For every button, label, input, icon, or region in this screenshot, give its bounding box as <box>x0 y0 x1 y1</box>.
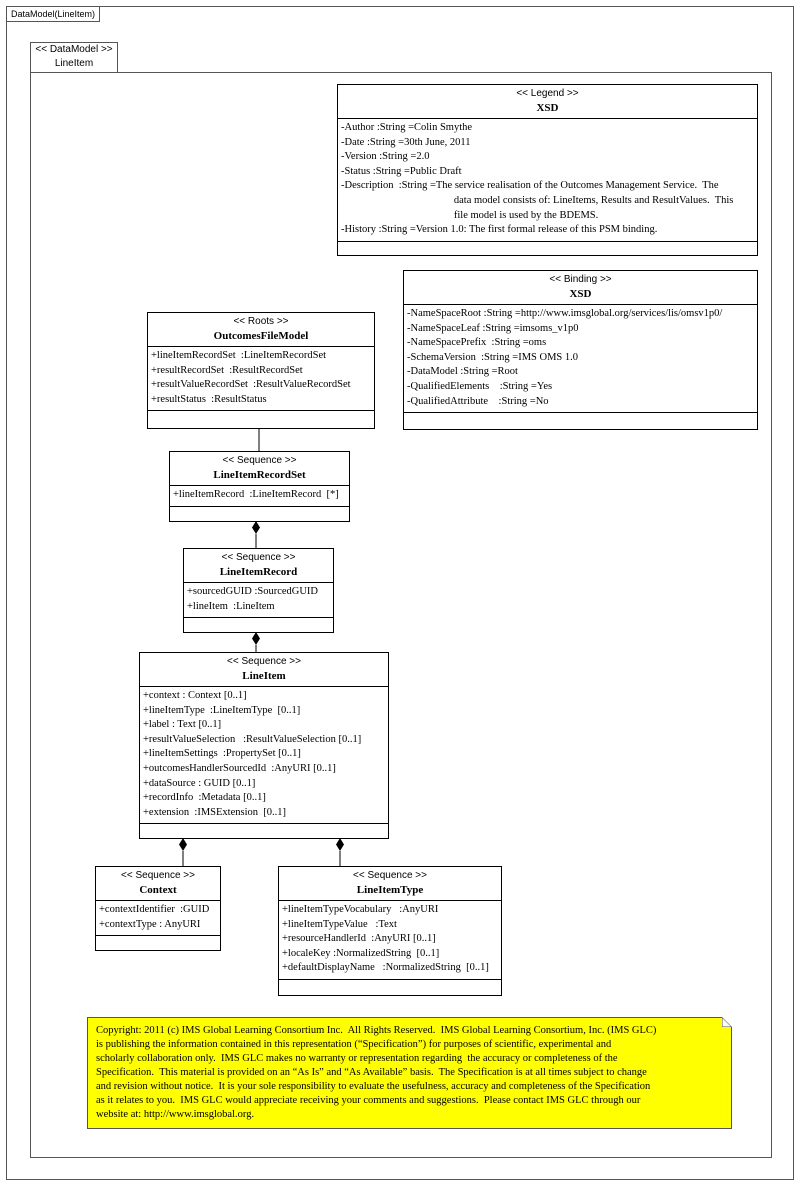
composition-diamond-context <box>179 838 187 851</box>
class-attributes: -NameSpaceRoot :String =http://www.imsgl… <box>404 305 757 414</box>
diagram-frame-label: DataModel(LineItem) <box>7 7 101 22</box>
package-stereotype: << DataModel >> <box>35 44 113 55</box>
composition-diamond-record <box>252 632 260 645</box>
class-name: LineItemRecordSet <box>213 469 306 481</box>
legend-class[interactable]: << Legend >> XSD -Author :String =Colin … <box>337 84 758 256</box>
class-attribute: +contextType : AnyURI <box>99 918 201 930</box>
class-attributes: +contextIdentifier :GUID +contextType : … <box>96 901 220 937</box>
outcomes-file-model-class[interactable]: << Roots >> OutcomesFileModel +lineItemR… <box>147 312 375 429</box>
class-attribute: -DataModel :String =Root <box>407 366 518 378</box>
class-header: << Roots >> OutcomesFileModel <box>148 313 374 347</box>
class-attribute: -NameSpacePrefix :String =oms <box>407 337 547 349</box>
class-name: Context <box>139 884 177 896</box>
class-stereotype: << Sequence >> <box>353 870 427 881</box>
class-stereotype: << Sequence >> <box>221 552 296 563</box>
class-attribute: +outcomesHandlerSourcedId :AnyURI [0..1] <box>143 762 336 774</box>
class-stereotype: << Binding >> <box>549 274 612 285</box>
class-attribute: +contextIdentifier :GUID <box>99 904 210 915</box>
class-stereotype: << Legend >> <box>516 88 579 99</box>
class-attributes: -Author :String =Colin Smythe -Date :Str… <box>338 119 757 242</box>
class-name: OutcomesFileModel <box>213 330 309 342</box>
package-name: LineItem <box>54 58 94 69</box>
class-name: LineItemRecord <box>219 566 298 578</box>
class-stereotype: << Sequence >> <box>227 656 301 667</box>
class-header: << Sequence >> LineItemRecordSet <box>170 452 349 486</box>
class-attribute: -NameSpaceRoot :String =http://www.imsgl… <box>407 308 723 319</box>
class-attribute: +lineItem :LineItem <box>187 600 275 612</box>
class-attribute: +recordInfo :Metadata [0..1] <box>143 792 266 804</box>
class-attribute: -Description :String =The service realis… <box>341 180 719 192</box>
context-class[interactable]: << Sequence >> Context +contextIdentifie… <box>95 866 221 951</box>
copyright-note: Copyright: 2011 (c) IMS Global Learning … <box>87 1017 732 1129</box>
note-line: Copyright: 2011 (c) IMS Global Learning … <box>96 1025 657 1036</box>
class-attribute: +resultValueSelection :ResultValueSelect… <box>143 733 362 745</box>
class-attribute: +localeKey :NormalizedString [0..1] <box>282 947 440 959</box>
class-attribute: -Status :String =Public Draft <box>341 165 462 177</box>
class-header: << Sequence >> LineItem <box>140 653 388 687</box>
class-name: LineItemType <box>356 884 424 896</box>
class-attributes: +lineItemRecordSet :LineItemRecordSet +r… <box>148 347 374 412</box>
class-attributes: +lineItemRecord :LineItemRecord [*] <box>170 486 349 507</box>
class-attribute: -QualifiedElements :String =Yes <box>407 380 553 392</box>
class-attribute: -SchemaVersion :String =IMS OMS 1.0 <box>407 351 579 363</box>
class-attribute: -QualifiedAttribute :String =No <box>407 395 549 407</box>
class-attribute: -Version :String =2.0 <box>341 151 430 163</box>
class-stereotype: << Sequence >> <box>222 455 297 466</box>
class-attribute: +sourcedGUID :SourcedGUID <box>187 586 319 597</box>
line-item-record-set-class[interactable]: << Sequence >> LineItemRecordSet +lineIt… <box>169 451 350 522</box>
class-attribute: +lineItemTypeValue :Text <box>282 918 397 930</box>
class-attribute: +resultValueRecordSet :ResultValueRecord… <box>151 379 351 391</box>
class-attribute: file model is used by the BDEMS. <box>341 209 599 221</box>
line-item-type-class[interactable]: << Sequence >> LineItemType +lineItemTyp… <box>278 866 502 996</box>
class-attribute: -Date :String =30th June, 2011 <box>341 136 471 148</box>
class-attribute: +resourceHandlerId :AnyURI [0..1] <box>282 933 436 945</box>
note-line: and revision without notice. It is your … <box>96 1081 651 1092</box>
class-attribute: +resultStatus :ResultStatus <box>151 393 267 405</box>
class-attribute: +dataSource : GUID [0..1] <box>143 777 256 789</box>
note-line: Specification. This material is provided… <box>96 1067 647 1078</box>
note-fold-corner <box>722 1017 732 1027</box>
class-name: XSD <box>569 288 592 300</box>
class-attribute: +context : Context [0..1] <box>143 690 247 701</box>
binding-class[interactable]: << Binding >> XSD -NameSpaceRoot :String… <box>403 270 758 430</box>
note-line: website at: http://www.imsglobal.org. <box>96 1109 255 1120</box>
class-attribute: +lineItemTypeVocabulary :AnyURI <box>282 904 439 915</box>
class-attribute: +label : Text [0..1] <box>143 719 222 731</box>
class-header: << Sequence >> LineItemType <box>279 867 501 901</box>
class-attribute: +lineItemType :LineItemType [0..1] <box>143 704 301 716</box>
class-attribute: -History :String =Version 1.0: The first… <box>341 224 658 236</box>
class-stereotype: << Sequence >> <box>121 870 195 881</box>
class-name: LineItem <box>242 670 286 682</box>
class-attribute: +extension :IMSExtension [0..1] <box>143 806 286 818</box>
class-header: << Binding >> XSD <box>404 271 757 305</box>
class-name: XSD <box>536 102 559 114</box>
note-line: is publishing the information contained … <box>96 1039 612 1050</box>
class-header: << Sequence >> Context <box>96 867 220 901</box>
class-attributes: +context : Context [0..1] +lineItemType … <box>140 687 388 825</box>
note-line: as it relates to you. IMS GLC would appr… <box>96 1095 641 1106</box>
class-attribute: +lineItemRecord :LineItemRecord [*] <box>173 489 339 500</box>
package-tab: << DataModel >> LineItem <box>30 42 118 73</box>
line-item-class[interactable]: << Sequence >> LineItem +context : Conte… <box>139 652 389 839</box>
class-stereotype: << Roots >> <box>233 316 289 327</box>
class-attribute: data model consists of: LineItems, Resul… <box>341 194 734 206</box>
class-attribute: +lineItemRecordSet :LineItemRecordSet <box>151 350 327 361</box>
class-attribute: -NameSpaceLeaf :String =imsoms_v1p0 <box>407 322 579 334</box>
class-attribute: +resultRecordSet :ResultRecordSet <box>151 364 303 376</box>
composition-diamond-lineitemtype <box>336 838 344 851</box>
class-attribute: +defaultDisplayName :NormalizedString [0… <box>282 962 489 974</box>
note-line: scholarly collaboration only. IMS GLC ma… <box>96 1053 618 1064</box>
composition-diamond-recordset <box>252 521 260 534</box>
class-header: << Legend >> XSD <box>338 85 757 119</box>
line-item-record-class[interactable]: << Sequence >> LineItemRecord +sourcedGU… <box>183 548 334 633</box>
class-attribute: -Author :String =Colin Smythe <box>341 122 473 133</box>
class-header: << Sequence >> LineItemRecord <box>184 549 333 583</box>
class-attributes: +sourcedGUID :SourcedGUID +lineItem :Lin… <box>184 583 333 619</box>
class-attributes: +lineItemTypeVocabulary :AnyURI +lineIte… <box>279 901 501 980</box>
class-attribute: +lineItemSettings :PropertySet [0..1] <box>143 748 301 760</box>
